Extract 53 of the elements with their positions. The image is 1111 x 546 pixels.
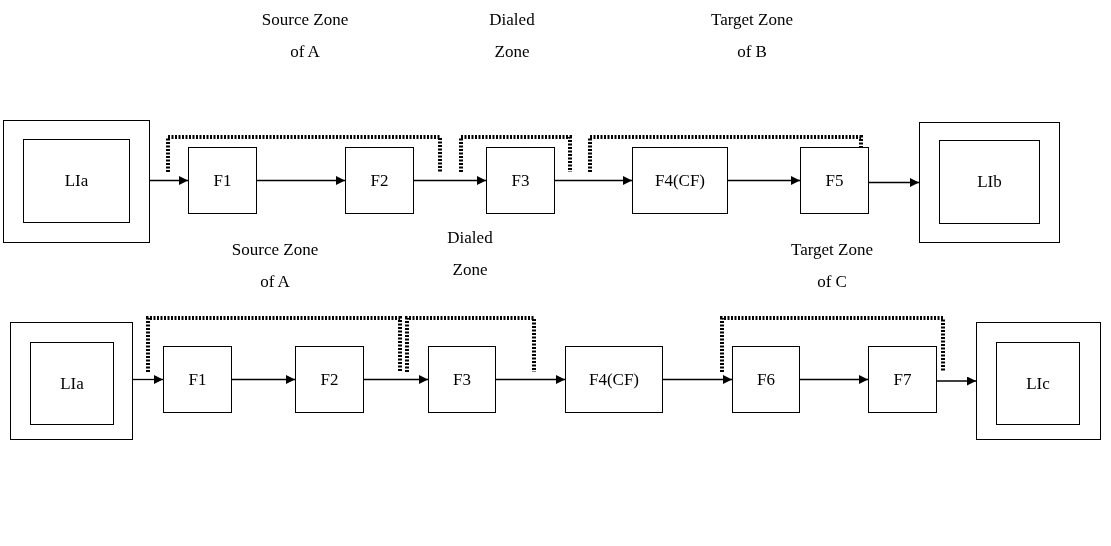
process-box xyxy=(800,147,869,214)
box-label: F1 xyxy=(188,369,207,390)
box-label: F3 xyxy=(453,369,471,390)
outer-box xyxy=(976,322,1101,440)
box-label: F6 xyxy=(757,369,775,390)
outer-box xyxy=(10,322,133,440)
arrow xyxy=(363,375,429,384)
box-label: F4(CF) xyxy=(654,170,706,191)
process-box xyxy=(428,346,496,413)
box-label: F4(CF) xyxy=(588,369,640,390)
process-box xyxy=(163,346,232,413)
process-box xyxy=(732,346,800,413)
arrow xyxy=(662,375,733,384)
process-box xyxy=(565,346,663,413)
arrow xyxy=(727,176,801,185)
arrow xyxy=(132,375,164,384)
process-box xyxy=(30,342,114,425)
box-label: F1 xyxy=(213,170,232,191)
zone-label: Dialed Zone xyxy=(446,227,494,281)
outer-box xyxy=(3,120,150,243)
process-box xyxy=(939,140,1040,224)
arrow xyxy=(149,176,189,185)
box-label: LIa xyxy=(64,171,89,191)
arrow xyxy=(868,178,920,187)
arrow xyxy=(799,375,869,384)
box-label: F2 xyxy=(370,170,389,191)
process-box xyxy=(295,346,364,413)
box-label: LIb xyxy=(977,172,1002,192)
zone-label: Source Zone of A xyxy=(260,9,350,63)
box-label: LIa xyxy=(60,373,84,394)
zone-label: Target Zone of B xyxy=(709,9,794,63)
process-box xyxy=(632,147,728,214)
box-label: F2 xyxy=(320,369,339,390)
process-box xyxy=(486,147,555,214)
arrow xyxy=(231,375,296,384)
arrow xyxy=(936,376,977,386)
process-box xyxy=(868,346,937,413)
process-box xyxy=(345,147,414,214)
box-label: F3 xyxy=(511,170,530,191)
box-label: F7 xyxy=(893,369,912,390)
zone-label: Dialed Zone xyxy=(488,9,536,63)
zone-label: Source Zone of A xyxy=(230,239,320,293)
process-box xyxy=(188,147,257,214)
arrow xyxy=(413,176,487,185)
box-label: F5 xyxy=(825,170,844,191)
process-box xyxy=(996,342,1080,425)
outer-box xyxy=(919,122,1060,243)
box-label: LIc xyxy=(1026,373,1050,394)
arrow xyxy=(554,176,633,185)
arrow xyxy=(256,176,346,185)
process-box xyxy=(23,139,130,223)
zone-label: Target Zone of C xyxy=(789,239,874,293)
arrow xyxy=(495,375,566,384)
